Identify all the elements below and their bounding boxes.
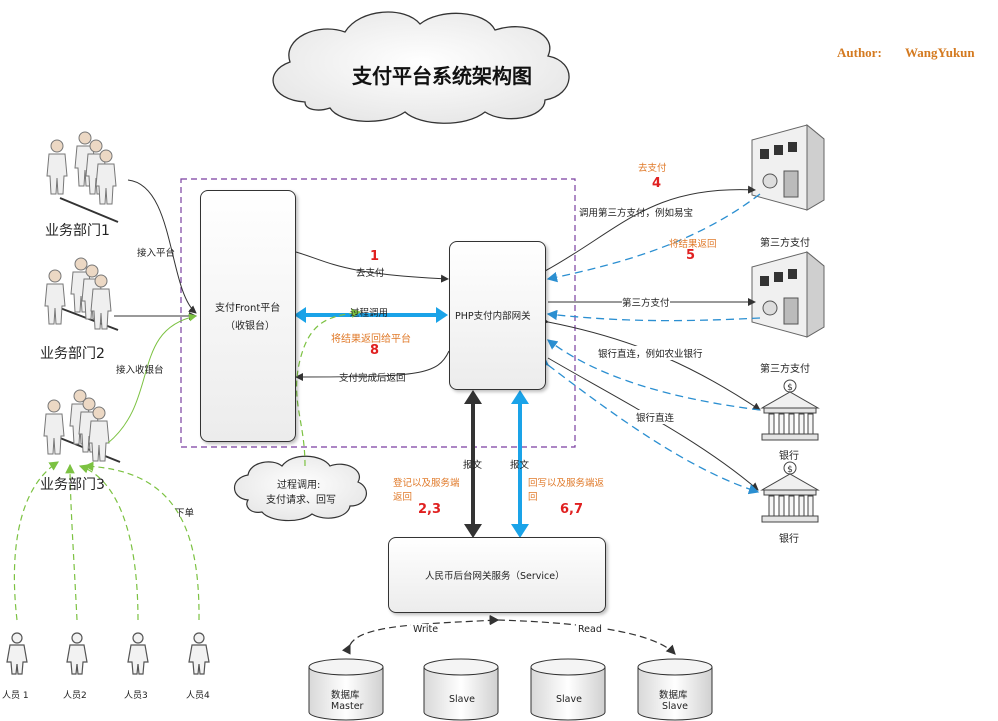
- database-icon: [423, 658, 499, 721]
- access-platform-label: 接入平台: [137, 248, 176, 259]
- bank-direct-label: 银行直连: [636, 410, 675, 424]
- step-1: 1: [370, 249, 380, 264]
- bank-icon: [761, 461, 819, 523]
- rmb-service-box: 人民币后台网关服务（Service）: [388, 537, 606, 613]
- php-gateway-box: PHP支付内部网关: [449, 241, 546, 390]
- process-call-label: 过程调用: [350, 308, 389, 319]
- bank-label: 银行: [779, 451, 799, 462]
- return-to-platform-label: 将结果返回给平台: [331, 334, 411, 345]
- step-8: 8: [370, 343, 380, 358]
- department-group-icon: [44, 257, 119, 331]
- person-icon: [66, 632, 88, 675]
- author-label: Author:: [837, 45, 882, 60]
- call-third-party-label: 调用第三方支付，例如易宝: [579, 208, 694, 219]
- author-name: WangYukun: [905, 45, 975, 60]
- database-label: Slave: [662, 701, 688, 712]
- return-result-label: 将结果返回: [669, 239, 717, 250]
- step-6-7: 6,7: [560, 502, 584, 517]
- building-icon: [751, 124, 825, 211]
- department-label: 业务部门1: [45, 223, 110, 239]
- message-label: 报文: [463, 460, 483, 471]
- bank-icon: [761, 379, 819, 441]
- third-party-pay-label: 第三方支付: [622, 295, 670, 309]
- front-platform-box: 支付Front平台 （收银台）: [200, 190, 296, 442]
- person-icon: [127, 632, 149, 675]
- staff-label: 人员2: [63, 691, 87, 701]
- write-label: Write: [411, 624, 441, 635]
- database-label: 数据库: [659, 690, 688, 701]
- building-icon: [751, 251, 825, 338]
- step-2-3: 2,3: [418, 502, 442, 517]
- database-label: Slave: [449, 694, 475, 705]
- step-4: 4: [652, 176, 662, 191]
- front-platform-label: 支付Front平台: [215, 303, 281, 314]
- database-icon: [530, 658, 606, 721]
- access-cashier-label: 接入收银台: [116, 365, 164, 376]
- department-group-icon: [46, 131, 119, 223]
- person-icon: [6, 632, 28, 675]
- database-icon: [637, 658, 713, 721]
- step-5: 5: [686, 248, 696, 263]
- writeback-return-label: 回写以及服务端返回: [528, 478, 605, 503]
- database-label: Master: [331, 701, 364, 712]
- staff-label: 人员3: [124, 691, 148, 701]
- bank-direct-eg-label: 银行直连，例如农业银行: [598, 346, 703, 360]
- cloud-note-line2: 支付请求、回写: [266, 495, 336, 506]
- staff-label: 人员 1: [2, 691, 29, 701]
- diagram-title: 支付平台系统架构图: [352, 64, 532, 88]
- read-label: Read: [576, 624, 604, 635]
- bank-label: 银行: [779, 534, 799, 545]
- department-group-icon: [43, 389, 121, 463]
- department-label: 业务部门2: [40, 346, 105, 362]
- rmb-service-label: 人民币后台网关服务（Service）: [425, 571, 565, 582]
- department-label: 业务部门3: [40, 477, 105, 493]
- go-pay-label: 去支付: [356, 268, 385, 279]
- front-platform-sublabel: （收银台）: [225, 321, 275, 332]
- third-party-label: 第三方支付: [760, 238, 810, 249]
- person-icon: [188, 632, 210, 675]
- staff-label: 人员4: [186, 691, 210, 701]
- php-gateway-label: PHP支付内部网关: [455, 311, 531, 322]
- cloud-note-line1: 过程调用:: [277, 480, 321, 491]
- third-party-label: 第三方支付: [760, 364, 810, 375]
- register-return-label: 登记以及服务端返回: [393, 478, 460, 503]
- place-order-label: 下单: [175, 508, 195, 519]
- database-icon: [308, 658, 384, 721]
- message-label: 报文: [510, 460, 530, 471]
- pay-done-return-label: 支付完成后返回: [339, 373, 406, 384]
- database-label: 数据库: [331, 690, 360, 701]
- database-label: Slave: [556, 694, 582, 705]
- go-pay-label-right: 去支付: [638, 163, 667, 174]
